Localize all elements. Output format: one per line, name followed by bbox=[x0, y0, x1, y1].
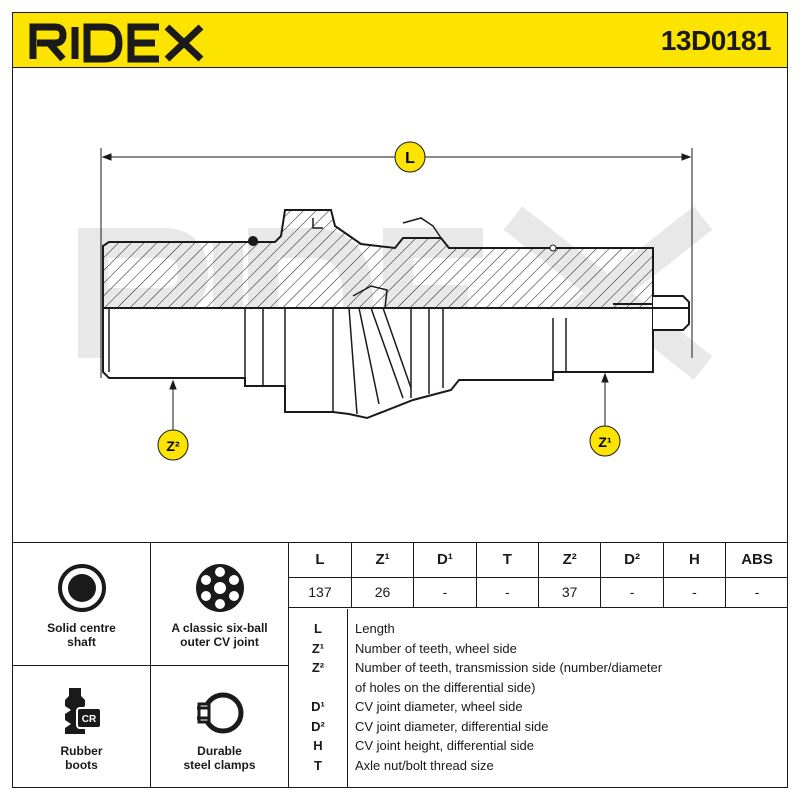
feature-label-line1: Solid centre bbox=[47, 621, 116, 635]
legend-row: L Length bbox=[289, 619, 788, 639]
spec-value: - bbox=[476, 577, 540, 608]
legend-text: CV joint diameter, differential side bbox=[355, 718, 549, 734]
spec-header: ABS bbox=[725, 543, 788, 578]
feature-six-ball-joint: A classic six-ball outer CV joint bbox=[151, 543, 289, 666]
callout-z2 bbox=[157, 429, 189, 461]
spec-value: - bbox=[663, 577, 727, 608]
legend-row: D¹ CV joint diameter, wheel side bbox=[289, 697, 788, 717]
info-section: Solid centre shaft A classic six-ball ou… bbox=[12, 542, 788, 788]
length-callout bbox=[394, 141, 426, 173]
spec-header: Z² bbox=[538, 543, 602, 578]
spec-header: H bbox=[663, 543, 727, 578]
spec-table: L Z¹ D¹ T Z² D² H ABS 137 26 - - 37 - - … bbox=[289, 543, 788, 608]
legend-key bbox=[289, 678, 347, 698]
callout-z2-label: Z² bbox=[166, 438, 180, 454]
header-bar: 13D0181 bbox=[12, 12, 788, 68]
spec-legend: L Length Z¹ Number of teeth, wheel side … bbox=[289, 609, 788, 788]
legend-text: CV joint diameter, wheel side bbox=[355, 699, 523, 714]
legend-text: CV joint height, differential side bbox=[355, 738, 534, 753]
axle-shaft-drawing: L bbox=[78, 141, 713, 461]
callout-z1 bbox=[589, 425, 621, 457]
legend-text: Length bbox=[355, 621, 395, 636]
feature-label-line1: Rubber bbox=[60, 744, 103, 758]
solid-shaft-icon bbox=[57, 564, 106, 612]
legend-text: Number of teeth, wheel side bbox=[355, 640, 517, 656]
legend-row: T Axle nut/bolt thread size bbox=[289, 756, 788, 776]
spec-value: - bbox=[600, 577, 664, 608]
spec-header: D¹ bbox=[413, 543, 477, 578]
rubber-boot-icon: CR bbox=[64, 688, 102, 734]
callout-z1-label: Z¹ bbox=[598, 434, 612, 450]
shaft-body bbox=[102, 209, 690, 420]
spec-header: L bbox=[289, 543, 352, 578]
legend-text: of holes on the differential side) bbox=[355, 679, 536, 695]
feature-label-line1: A classic six-ball bbox=[171, 621, 268, 635]
legend-text: Axle nut/bolt thread size bbox=[355, 757, 494, 773]
technical-drawing: L bbox=[12, 68, 788, 542]
seal-dot bbox=[248, 236, 258, 246]
legend-row: of holes on the differential side) bbox=[289, 678, 788, 698]
feature-label-line2: boots bbox=[65, 758, 98, 772]
spec-value: - bbox=[413, 577, 477, 608]
legend-key: H bbox=[313, 738, 323, 753]
legend-key: D² bbox=[311, 718, 325, 734]
legend-key: Z² bbox=[311, 660, 325, 675]
part-number: 13D0181 bbox=[660, 25, 772, 56]
steel-clamp-icon bbox=[196, 692, 243, 734]
legend-key: Z¹ bbox=[311, 640, 325, 656]
legend-row: Z² Number of teeth, transmission side (n… bbox=[289, 658, 788, 678]
six-ball-joint-icon bbox=[195, 564, 244, 612]
legend-row: D² CV joint diameter, differential side bbox=[289, 717, 788, 737]
length-dimension bbox=[100, 148, 693, 378]
callout-leaders bbox=[169, 372, 609, 430]
ridex-logo bbox=[29, 23, 204, 63]
feature-label-line1: Durable bbox=[197, 744, 242, 758]
legend-key: D¹ bbox=[311, 699, 325, 714]
spec-value: 37 bbox=[538, 577, 602, 608]
legend-key: L bbox=[314, 621, 322, 636]
legend-text: Number of teeth, transmission side (numb… bbox=[355, 660, 663, 675]
feature-label-line2: outer CV joint bbox=[180, 635, 259, 649]
spec-header: T bbox=[476, 543, 540, 578]
feature-solid-shaft: Solid centre shaft bbox=[13, 543, 151, 666]
spec-value: - bbox=[725, 577, 788, 608]
feature-rubber-boots: CR Rubber boots bbox=[13, 666, 151, 788]
legend-row: Z¹ Number of teeth, wheel side bbox=[289, 639, 788, 659]
length-callout-label: L bbox=[405, 150, 415, 167]
legend-row: H CV joint height, differential side bbox=[289, 736, 788, 756]
rubber-boot-icon-text: CR bbox=[81, 714, 96, 725]
feature-label-line2: steel clamps bbox=[183, 758, 256, 772]
spec-value: 26 bbox=[351, 577, 415, 608]
spec-header: Z¹ bbox=[351, 543, 415, 578]
spec-table-header-row: L Z¹ D¹ T Z² D² H ABS bbox=[289, 543, 788, 578]
shaft-detail-lines bbox=[108, 217, 567, 415]
spec-header: D² bbox=[600, 543, 664, 578]
legend-key: T bbox=[314, 757, 322, 773]
spec-value: 137 bbox=[289, 577, 352, 608]
feature-label-line2: shaft bbox=[67, 635, 96, 649]
spec-table-value-row: 137 26 - - 37 - - - bbox=[289, 577, 788, 608]
feature-steel-clamps: Durable steel clamps bbox=[151, 666, 289, 788]
